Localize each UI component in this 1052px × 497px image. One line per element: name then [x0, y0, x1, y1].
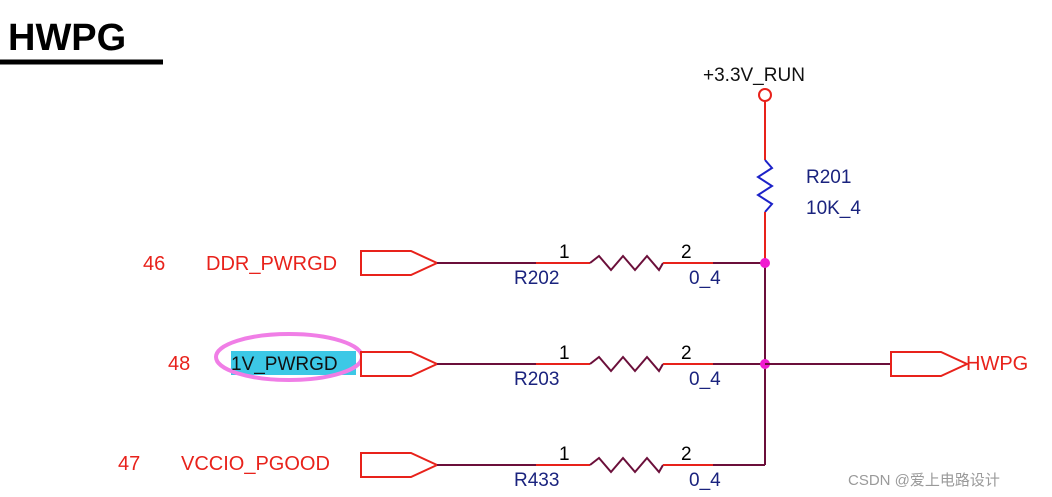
- offpage-connector-icon: [890, 351, 970, 377]
- pullup-value: 10K_4: [806, 198, 861, 219]
- resistor-icon: [589, 355, 664, 373]
- resistor-pin1: 1: [559, 242, 570, 263]
- resistor-pin2: 2: [681, 444, 692, 465]
- resistor-value: 0_4: [689, 470, 721, 491]
- net-label: VCCIO_PGOOD: [181, 453, 330, 475]
- watermark: CSDN @爱上电路设计: [848, 472, 1000, 489]
- sheet-title: HWPG: [8, 17, 126, 59]
- offpage-connector-icon: [360, 452, 440, 478]
- resistor-pin2: 2: [681, 343, 692, 364]
- resistor-ref: R203: [514, 369, 559, 390]
- resistor-value: 0_4: [689, 369, 721, 390]
- input-row-ddr: 46 DDR_PWRGD 1 2 R202 0_4: [143, 242, 770, 289]
- power-port-icon: [758, 88, 772, 102]
- pullup-resistor-icon: [756, 159, 774, 213]
- input-row-1v: 48 1V_PWRGD 1 2 R203 0_4: [168, 332, 770, 390]
- pullup-ref: R201: [806, 167, 851, 188]
- net-label: DDR_PWRGD: [206, 253, 337, 275]
- resistor-pin2: 2: [681, 242, 692, 263]
- resistor-ref: R202: [514, 268, 559, 289]
- resistor-icon: [589, 254, 664, 272]
- output-hwpg: HWPG: [765, 351, 1028, 377]
- pin-number: 48: [168, 353, 190, 375]
- offpage-connector-icon: [360, 250, 440, 276]
- resistor-value: 0_4: [689, 268, 721, 289]
- power-label: +3.3V_RUN: [703, 65, 805, 86]
- pin-number: 47: [118, 453, 140, 475]
- resistor-icon: [589, 456, 664, 474]
- resistor-ref: R433: [514, 470, 559, 491]
- input-row-vccio: 47 VCCIO_PGOOD 1 2 R433 0_4: [118, 444, 765, 491]
- net-label: 1V_PWRGD: [231, 354, 338, 375]
- pin-number: 46: [143, 253, 165, 275]
- resistor-pin1: 1: [559, 444, 570, 465]
- junction-dot: [760, 258, 770, 268]
- net-highlight: [231, 351, 356, 375]
- output-net-label: HWPG: [966, 353, 1028, 375]
- resistor-pin1: 1: [559, 343, 570, 364]
- offpage-connector-icon: [360, 351, 440, 377]
